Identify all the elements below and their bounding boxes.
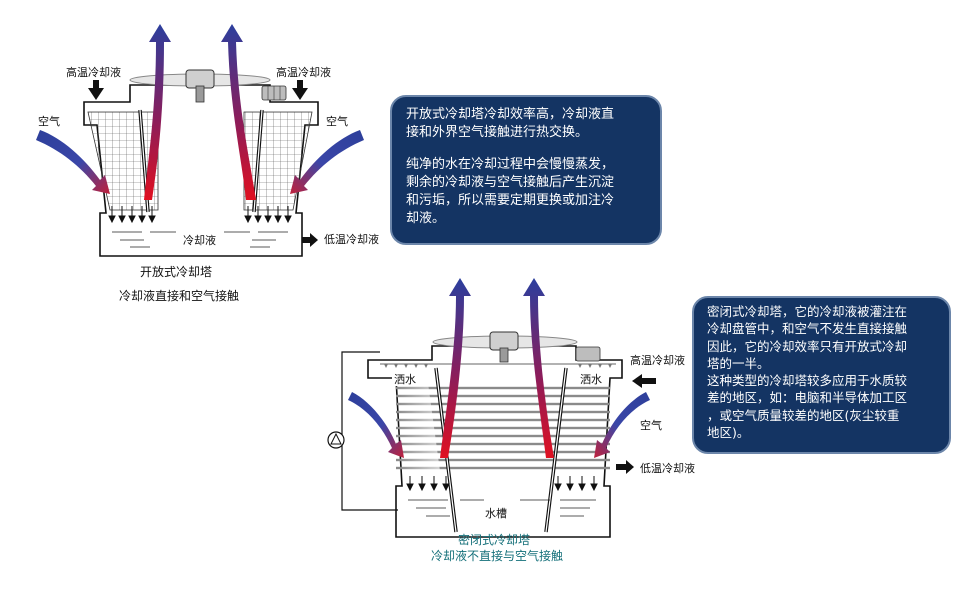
open-basin-water bbox=[112, 231, 288, 248]
open-spray-arrows bbox=[108, 206, 292, 224]
closed-air-arrow-right bbox=[594, 392, 650, 458]
open-air-label-left: 空气 bbox=[38, 114, 60, 128]
closed-cold-out-label: 低温冷却液 bbox=[640, 461, 695, 475]
open-hot-fluid-label-right: 高温冷却液 bbox=[276, 65, 331, 79]
closed-tower-subtitle: 冷却液不直接与空气接触 bbox=[431, 548, 563, 563]
closed-spray-label-left: 洒水 bbox=[394, 373, 416, 386]
open-cold-out-label: 低温冷却液 bbox=[324, 232, 379, 246]
open-fan bbox=[129, 69, 287, 103]
closed-basin-label: 水槽 bbox=[485, 507, 507, 520]
open-info-paragraph-2: 纯净的水在冷却过程中会慢慢蒸发， 剩余的冷却液与空气接触后产生沉淀 和污垢，所以… bbox=[406, 157, 615, 226]
closed-basin-water bbox=[408, 499, 596, 517]
closed-air-arrow-left bbox=[348, 392, 404, 458]
open-air-label-right: 空气 bbox=[326, 114, 348, 128]
open-cold-outlet-arrow bbox=[302, 233, 318, 247]
open-tower-info-box: 开放式冷却塔冷却效率高，冷却液直 接和外界空气接触进行热交换。 纯净的水在冷却过… bbox=[390, 95, 662, 245]
open-exhaust-arrow-left bbox=[144, 24, 171, 200]
open-air-arrow-right bbox=[290, 130, 364, 194]
open-tower-title: 开放式冷却塔 bbox=[140, 264, 212, 279]
open-info-paragraph-1: 开放式冷却塔冷却效率高，冷却液直 接和外界空气接触进行热交换。 bbox=[406, 107, 615, 140]
closed-cold-outlet-arrow bbox=[616, 460, 634, 474]
closed-cooling-tower: 洒水 洒水 高温冷却液 空气 低温冷却液 水槽 密闭式冷却塔 冷却液不直接与空气… bbox=[327, 278, 695, 563]
open-exhaust-arrow-right bbox=[221, 24, 256, 200]
closed-spray-nozzles bbox=[384, 364, 612, 368]
pump-icon bbox=[327, 431, 345, 449]
closed-air-label: 空气 bbox=[640, 418, 662, 432]
open-tower-subtitle: 冷却液直接和空气接触 bbox=[119, 288, 239, 303]
open-hot-fluid-label-left: 高温冷却液 bbox=[66, 65, 121, 79]
closed-tower-title: 密闭式冷却塔 bbox=[458, 532, 530, 547]
closed-info-text: 密闭式冷却塔，它的冷却液被灌注在 冷却盘管中，和空气不发生直接接触 因此，它的冷… bbox=[707, 304, 908, 441]
closed-drip-arrows bbox=[406, 476, 598, 492]
closed-hot-fluid-label: 高温冷却液 bbox=[630, 353, 685, 367]
open-air-arrow-left bbox=[36, 130, 110, 194]
open-basin-label: 冷却液 bbox=[183, 233, 216, 247]
closed-exhaust-arrow-left bbox=[440, 278, 471, 458]
closed-exhaust-arrow-right bbox=[523, 278, 554, 458]
closed-spray-label-right: 洒水 bbox=[580, 373, 602, 386]
open-hot-inlet-arrows bbox=[88, 80, 308, 100]
closed-hot-inlet-arrow bbox=[632, 374, 656, 388]
open-cooling-tower: 高温冷却液 高温冷却液 空气 空气 冷却液 低温冷却液 开放式冷却塔 冷却液直接… bbox=[36, 24, 379, 303]
closed-pump-loop bbox=[341, 351, 398, 511]
closed-tower-info-box: 密闭式冷却塔，它的冷却液被灌注在 冷却盘管中，和空气不发生直接接触 因此，它的冷… bbox=[692, 296, 951, 454]
closed-fan bbox=[432, 331, 601, 363]
